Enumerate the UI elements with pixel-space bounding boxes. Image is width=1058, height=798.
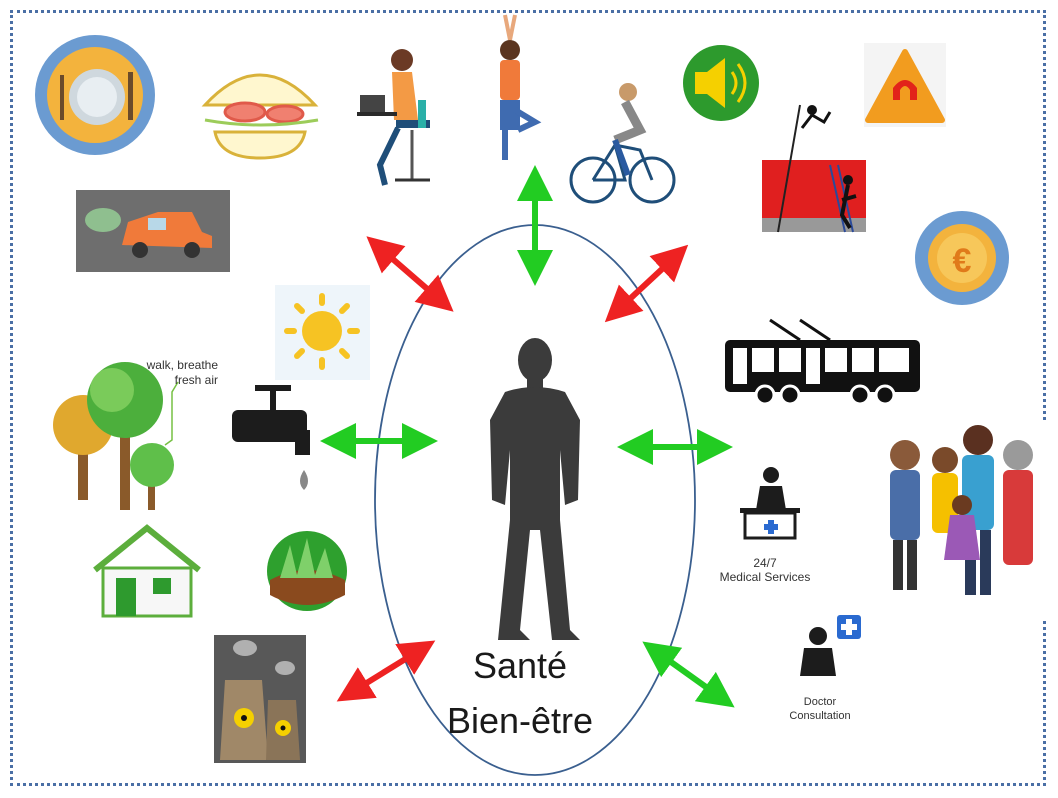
tree-note-line2: fresh air [174, 373, 218, 387]
sun-icon [275, 285, 370, 380]
magnet-warning-icon [864, 43, 946, 127]
arrow-lower-left-red [336, 640, 436, 702]
euro-coin-icon: € [915, 211, 1009, 305]
arrow-upper-right-red [604, 244, 689, 323]
person-laptop-icon [357, 49, 430, 186]
grass-soil-icon [267, 531, 347, 611]
water-tap-icon [232, 385, 310, 490]
person-silhouette-icon [490, 338, 580, 640]
climbing-wall-icon [762, 104, 866, 233]
dotted-frame [10, 10, 1046, 786]
tree-note-line1: walk, breathe [146, 358, 218, 372]
doctor-consultation-line1: Doctor [803, 696, 837, 708]
trees-icon [53, 362, 179, 510]
family-group-icon [872, 420, 1052, 620]
car-pollution-icon [76, 190, 230, 272]
plate-cutlery-icon [35, 35, 155, 155]
center-label-line2: Bien-être [446, 700, 594, 741]
yoga-person-icon [500, 14, 542, 160]
tram-bus-icon [725, 318, 920, 406]
svg-text:€: € [953, 242, 972, 280]
doctor-icon [800, 615, 861, 676]
center-label-line1: Santé [472, 645, 568, 686]
arrow-lower-right-green [642, 641, 735, 708]
house-icon [93, 524, 201, 618]
medical-services-line2: Medical Services [719, 570, 811, 584]
nuclear-plant-icon [214, 635, 306, 763]
medical-services-line1: 24/7 [753, 556, 777, 570]
arrow-upper-left-red [366, 236, 454, 312]
arrows [320, 165, 735, 708]
doctor-consultation-line2: Consultation [789, 710, 851, 722]
nurse-desk-icon [740, 467, 800, 540]
burger-icon [201, 73, 319, 160]
speaker-sound-icon [683, 45, 759, 121]
cyclist-icon [569, 83, 676, 204]
